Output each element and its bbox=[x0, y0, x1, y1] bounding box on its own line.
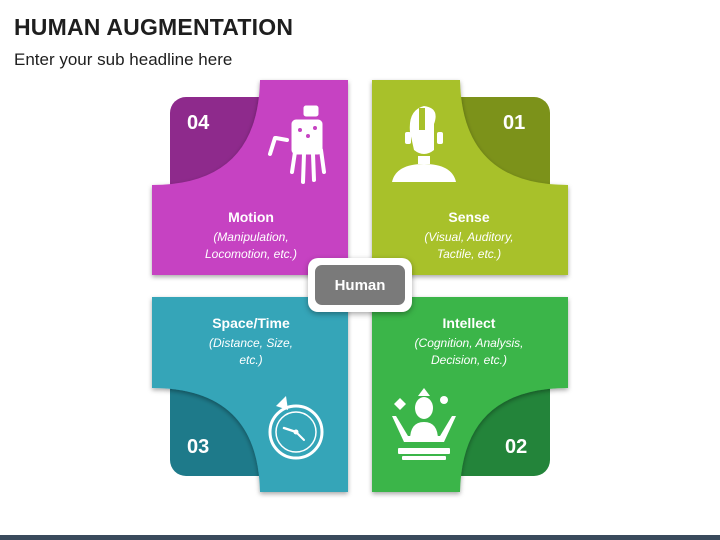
label-sense: Sense (Visual, Auditory, Tactile, etc.) bbox=[384, 209, 554, 263]
quadrant-number-02: 02 bbox=[505, 436, 528, 458]
center-box: Human bbox=[308, 258, 412, 312]
label-motion-title: Motion bbox=[228, 209, 274, 225]
label-intellect-line1: (Cognition, Analysis, bbox=[414, 336, 524, 350]
label-motion-line1: (Manipulation, bbox=[213, 230, 289, 244]
label-space-time: Space/Time (Distance, Size, etc.) bbox=[166, 315, 336, 369]
label-sense-title: Sense bbox=[448, 209, 490, 225]
label-space-time-line2: etc.) bbox=[239, 353, 263, 367]
label-sense-line2: Tactile, etc.) bbox=[436, 247, 502, 261]
label-sense-line1: (Visual, Auditory, bbox=[424, 230, 514, 244]
quadrant-number-03: 03 bbox=[187, 436, 210, 458]
label-intellect: Intellect (Cognition, Analysis, Decision… bbox=[384, 315, 554, 369]
bottom-bar bbox=[0, 535, 720, 540]
robot-hand-icon bbox=[268, 105, 326, 184]
label-motion: Motion (Manipulation, Locomotion, etc.) bbox=[166, 209, 336, 263]
page-subtitle: Enter your sub headline here bbox=[14, 50, 233, 69]
page-title: HUMAN AUGMENTATION bbox=[14, 14, 294, 40]
clock-rewind-icon bbox=[268, 396, 324, 460]
quadrant-number-04: 04 bbox=[187, 112, 210, 134]
center-label: Human bbox=[315, 265, 405, 305]
label-motion-line2: Locomotion, etc.) bbox=[204, 247, 298, 261]
label-space-time-line1: (Distance, Size, bbox=[208, 336, 294, 350]
label-intellect-title: Intellect bbox=[442, 315, 496, 331]
quadrant-intellect bbox=[372, 297, 568, 492]
label-intellect-line2: Decision, etc.) bbox=[430, 353, 508, 367]
quadrant-space-time-panel bbox=[152, 297, 348, 492]
quadrant-space-time bbox=[152, 297, 348, 492]
cyborg-head-icon bbox=[392, 106, 456, 182]
label-space-time-title: Space/Time bbox=[212, 315, 290, 331]
quadrant-intellect-panel bbox=[372, 297, 568, 492]
quadrant-number-01: 01 bbox=[503, 112, 526, 134]
thinking-person-icon bbox=[392, 388, 456, 460]
